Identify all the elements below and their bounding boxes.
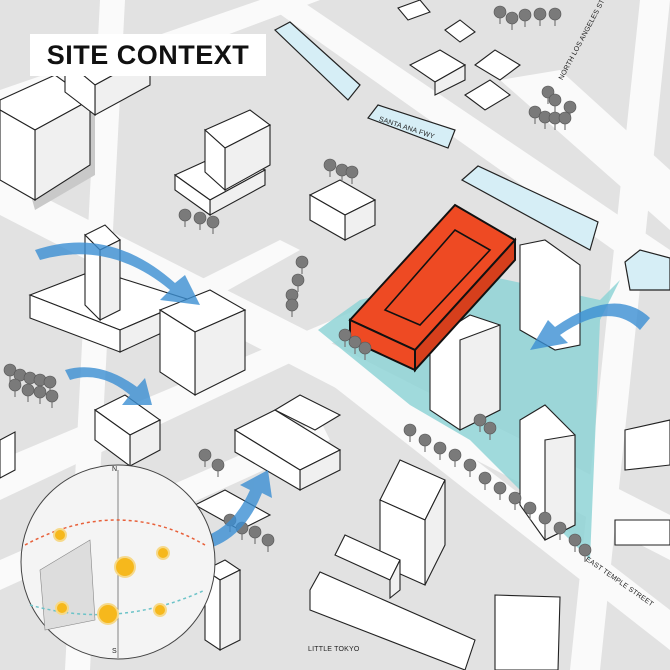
sun-icon: [55, 601, 69, 615]
trees: [3, 5, 592, 562]
tree-icon: [548, 7, 562, 21]
tree-icon: [533, 7, 547, 21]
tree-icon: [45, 389, 59, 403]
compass-south: S: [112, 648, 117, 655]
sun-path-diagram: [20, 464, 216, 660]
tree-icon: [43, 375, 57, 389]
wind-arrow-3: [190, 470, 272, 552]
tree-icon: [403, 423, 417, 437]
tree-icon: [563, 100, 577, 114]
tree-icon: [261, 533, 275, 547]
sun-icon: [53, 528, 67, 542]
tree-icon: [518, 8, 532, 22]
wind-arrow-4: [530, 303, 650, 350]
tree-icon: [348, 335, 362, 349]
tree-icon: [358, 341, 372, 355]
tree-icon: [193, 211, 207, 225]
tree-icon: [21, 383, 35, 397]
tree-icon: [211, 458, 225, 472]
wind-arrows: [35, 242, 650, 552]
tree-icon: [505, 11, 519, 25]
tree-icon: [538, 511, 552, 525]
sun-icon: [114, 556, 136, 578]
tree-icon: [523, 501, 537, 515]
tree-icon: [291, 273, 305, 287]
tree-icon: [433, 441, 447, 455]
summer-sun-path: [24, 519, 206, 546]
street-ramp: [500, 70, 670, 230]
title-box: SITE CONTEXT: [30, 34, 266, 76]
tree-icon: [463, 458, 477, 472]
tree-icon: [541, 85, 555, 99]
tree-icon: [33, 385, 47, 399]
tree-icon: [8, 378, 22, 392]
tree-icon: [206, 215, 220, 229]
tree-icon: [493, 481, 507, 495]
tree-icon: [558, 111, 572, 125]
freeway-block-1: [273, 21, 361, 101]
page-title: SITE CONTEXT: [46, 39, 250, 70]
freeway-block-4: [624, 249, 670, 291]
tree-icon: [528, 105, 542, 119]
tree-icon: [578, 543, 592, 557]
proposed-building: [348, 203, 517, 373]
street-temple-se: [300, 340, 670, 650]
tree-icon: [248, 525, 262, 539]
tree-icon: [418, 433, 432, 447]
freeway-block-3: [460, 165, 599, 251]
wind-arrow-1: [35, 242, 200, 305]
tree-icon: [473, 413, 487, 427]
tree-icon: [285, 298, 299, 312]
tree-icon: [448, 448, 462, 462]
tree-icon: [483, 421, 497, 435]
compass-north: N: [112, 466, 118, 473]
tree-icon: [323, 158, 337, 172]
tree-icon: [3, 363, 17, 377]
tree-icon: [548, 93, 562, 107]
tree-icon: [295, 255, 309, 269]
tree-icon: [553, 521, 567, 535]
tree-icon: [198, 448, 212, 462]
tree-icon: [345, 165, 359, 179]
sun-icon: [156, 546, 170, 560]
freeway-block-santa-ana: [367, 104, 456, 149]
tree-icon: [478, 471, 492, 485]
sun-icon: [153, 603, 167, 617]
label-little-tokyo: LITTLE TOKYO: [308, 646, 360, 653]
tree-icon: [493, 5, 507, 19]
tree-icon: [508, 491, 522, 505]
winter-sun-path: [29, 589, 206, 616]
sun-icon: [97, 603, 119, 625]
tree-icon: [568, 533, 582, 547]
tree-icon: [338, 328, 352, 342]
wind-arrow-2: [65, 367, 152, 405]
tree-icon: [178, 208, 192, 222]
